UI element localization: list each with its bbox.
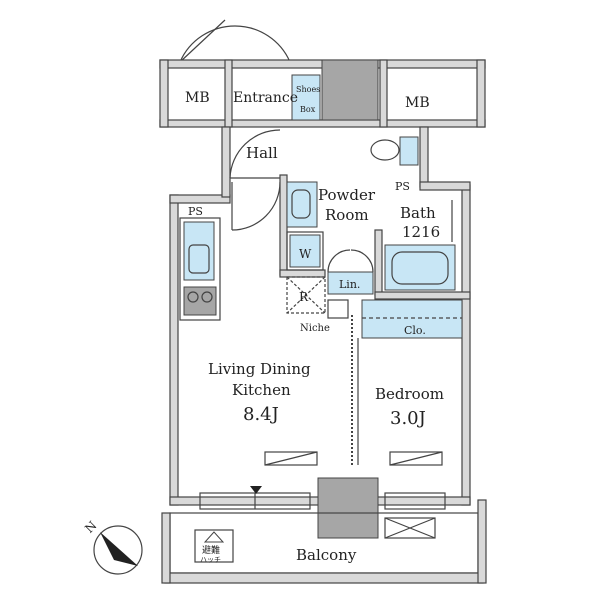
- washer-frame: [289, 234, 321, 268]
- label-powder: Powder: [318, 186, 376, 204]
- mb-right-wall: [476, 59, 486, 128]
- balcony-rail: [164, 572, 484, 584]
- pipe-shaft-top: [321, 59, 379, 121]
- outer-wall-top-left: [169, 194, 231, 204]
- label-niche: Niche: [300, 323, 330, 334]
- compass-ring: [93, 525, 143, 575]
- label-ldk-1: Living Dining: [208, 360, 311, 378]
- linen-door-right: [350, 249, 374, 273]
- linen-closet: [327, 271, 374, 295]
- label-shoes: Shoes: [296, 85, 320, 94]
- outer-wall-left: [169, 194, 179, 506]
- niche-box: [327, 299, 349, 319]
- kitchen-stove: [183, 286, 217, 316]
- washer-space: [286, 231, 324, 271]
- bath-wall-left: [374, 229, 383, 296]
- evacuation-hatch-mark: [203, 531, 225, 543]
- label-r: R: [299, 290, 309, 304]
- entry-arrow-marker: [250, 486, 262, 494]
- right-upper-wall-ext: [419, 181, 471, 191]
- outer-wall-right: [461, 184, 471, 506]
- label-hall: Hall: [246, 144, 278, 162]
- balcony-end-left: [161, 512, 171, 584]
- mb-left-divider: [224, 59, 233, 128]
- compass: [93, 525, 143, 575]
- outdoor-unit: [384, 517, 436, 539]
- entrance-door-swing: [179, 25, 291, 63]
- evacuation-hatch: [194, 529, 234, 563]
- mb-right-divider: [379, 59, 388, 128]
- label-w: W: [299, 247, 312, 261]
- closet: [361, 299, 463, 339]
- aircon-ldk-diag: [264, 451, 318, 466]
- label-ldk-size: 8.4J: [243, 404, 279, 425]
- refrigerator-x2: [286, 276, 326, 314]
- top-inner-wall: [159, 119, 486, 128]
- basin-bowl: [291, 189, 311, 219]
- label-bath: Bath: [400, 204, 436, 222]
- label-entrance: Entrance: [233, 90, 298, 106]
- outdoor-unit-x2: [384, 517, 436, 539]
- label-compass-n: N: [82, 518, 99, 535]
- kitchen-sink-bowl: [188, 244, 210, 274]
- stove-burner-1: [187, 291, 199, 303]
- bath-wall-bottom: [374, 291, 471, 300]
- label-clo: Clo.: [404, 324, 426, 337]
- ldk-door-swing: [231, 181, 281, 231]
- powder-wall-left: [279, 174, 288, 276]
- bath-tub-inner: [391, 251, 449, 285]
- compass-needle: [100, 532, 138, 566]
- toilet-tank: [399, 136, 419, 166]
- linen-door-left: [327, 249, 351, 273]
- label-evac-2: ハッチ: [200, 556, 221, 564]
- label-balcony: Balcony: [296, 546, 357, 564]
- aircon-ldk: [264, 451, 318, 466]
- toilet-bowl: [370, 139, 400, 161]
- label-lin: Lin.: [339, 278, 360, 291]
- right-upper-wall: [419, 126, 429, 188]
- hall-door-swing: [229, 129, 281, 179]
- label-ps-left: PS: [188, 205, 203, 218]
- label-evac-1: 避難: [202, 544, 220, 556]
- balcony-end-right: [477, 499, 487, 584]
- label-ps-top: PS: [395, 180, 410, 193]
- label-bedroom: Bedroom: [375, 385, 444, 403]
- label-bedroom-size: 3.0J: [390, 408, 426, 429]
- label-bath-size: 1216: [402, 223, 440, 241]
- kitchen-counter: [179, 217, 221, 321]
- label-mb-left: MB: [185, 90, 210, 106]
- entrance-door-leaf: [179, 19, 226, 63]
- label-ldk-2: Kitchen: [232, 381, 291, 399]
- hall-wall-left: [221, 126, 231, 198]
- aircon-bed: [389, 451, 443, 466]
- label-room: Room: [325, 206, 369, 224]
- mb-left-wall: [159, 59, 169, 128]
- label-box: Box: [300, 105, 316, 114]
- bed-window: [384, 492, 446, 510]
- refrigerator-space: [286, 276, 326, 314]
- center-column: [317, 477, 379, 539]
- label-mb-right: MB: [405, 95, 430, 111]
- aircon-bed-diag: [389, 451, 443, 466]
- stove-burner-2: [201, 291, 213, 303]
- powder-wall-bottom: [279, 269, 326, 278]
- shoes-box: [291, 74, 321, 121]
